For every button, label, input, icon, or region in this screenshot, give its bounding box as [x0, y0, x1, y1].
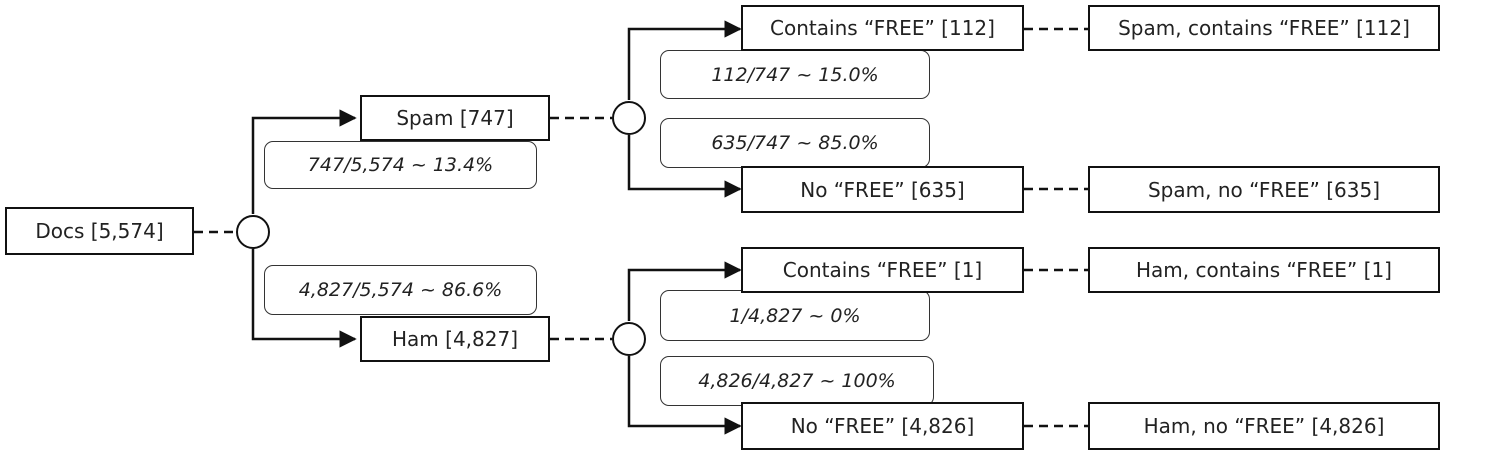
- ham-box: Ham [4,827]: [360, 316, 550, 362]
- branch-to-spam-free: [627, 20, 742, 100]
- ham-nofree-box: No “FREE” [4,826]: [741, 402, 1024, 450]
- ham-free-box: Contains “FREE” [1]: [741, 247, 1024, 293]
- chance-node-spam: [612, 101, 646, 135]
- chance-node-root: [236, 215, 270, 249]
- spam-free-box: Contains “FREE” [112]: [741, 5, 1024, 51]
- branch-to-spam-nofree: [627, 135, 742, 198]
- prob-spam-nofree: 635/747 ~ 85.0%: [660, 118, 930, 168]
- result-ham-free: Ham, contains “FREE” [1]: [1088, 247, 1440, 293]
- result-ham-nofree: Ham, no “FREE” [4,826]: [1088, 402, 1440, 450]
- branch-to-ham: [251, 249, 357, 348]
- branch-to-ham-free: [627, 261, 742, 321]
- prob-spam-free: 112/747 ~ 15.0%: [660, 50, 930, 99]
- branch-to-spam: [251, 109, 357, 214]
- result-spam-free: Spam, contains “FREE” [112]: [1088, 5, 1440, 51]
- prob-ham: 4,827/5,574 ~ 86.6%: [264, 265, 537, 315]
- result-spam-nofree: Spam, no “FREE” [635]: [1088, 166, 1440, 213]
- prob-ham-nofree: 4,826/4,827 ~ 100%: [660, 356, 934, 406]
- prob-spam: 747/5,574 ~ 13.4%: [264, 141, 537, 189]
- spam-nofree-box: No “FREE” [635]: [741, 166, 1024, 213]
- branch-to-ham-nofree: [627, 356, 742, 435]
- prob-ham-free: 1/4,827 ~ 0%: [660, 290, 930, 341]
- chance-node-ham: [612, 322, 646, 356]
- spam-box: Spam [747]: [360, 95, 550, 141]
- root-box: Docs [5,574]: [5, 207, 194, 255]
